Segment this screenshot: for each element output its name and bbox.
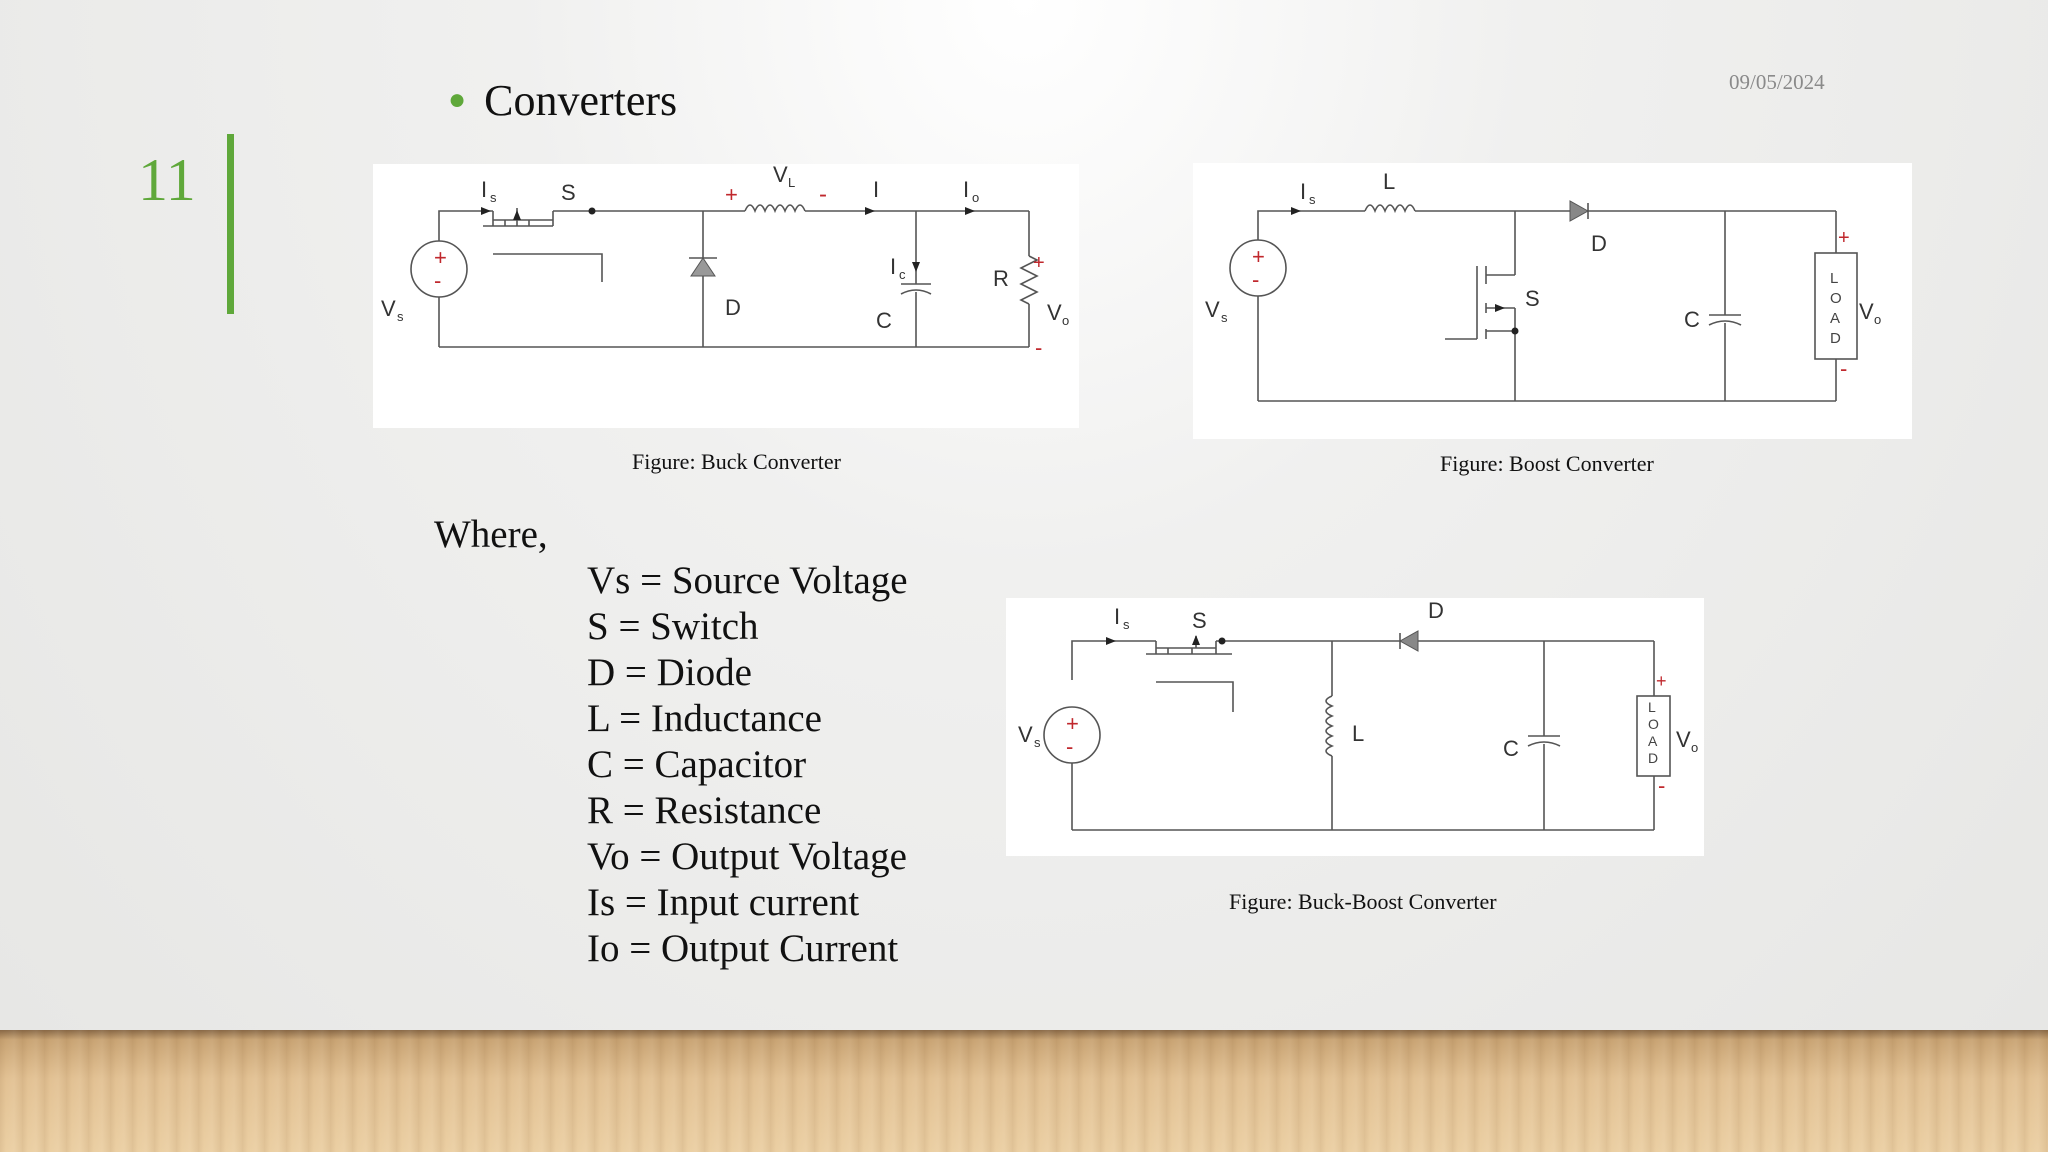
vl-minus-label: - [819,181,827,208]
vl-plus-label: + [725,182,738,207]
buck-caption: Figure: Buck Converter [632,449,841,474]
vl-sub-label: L [788,175,795,190]
ic-label: I [890,254,896,279]
definition-c: C = Capacitor [587,743,807,786]
slide-number: 11 [138,147,196,213]
io-label: I [963,177,969,202]
capacitor-label: C [1503,736,1519,761]
boost-caption: Figure: Boost Converter [1440,451,1654,476]
is-label: I [481,177,487,202]
vl-label: V [773,164,788,187]
load-letter-o: O [1648,716,1659,732]
vo-sub-label: o [1062,313,1069,328]
buck-boost-converter-diagram: + - V s I s S D L C + - V o L O A D [1018,598,1698,831]
vs-sub-label: s [397,309,404,324]
vs-label: V [381,296,396,321]
resistor-label: R [993,266,1009,291]
vs-minus-label: - [434,268,441,293]
accent-bar [227,134,234,314]
definition-l: L = Inductance [587,697,822,740]
definition-vo: Vo = Output Voltage [587,835,907,878]
vs-label: V [1018,722,1033,747]
definition-vs: Vs = Source Voltage [587,559,908,602]
slide-title-text: Converters [484,76,678,125]
inductor-label: L [1352,721,1364,746]
vo-plus-label: + [1656,671,1667,691]
i-label: I [873,177,879,202]
definitions-list: Vs = Source Voltage S = Switch D = Diode… [587,558,908,972]
floor-grain [0,1030,2048,1152]
switch-label: S [1192,608,1207,633]
vs-plus-label: + [1066,711,1079,736]
definition-d: D = Diode [587,651,752,694]
is-label: I [1300,179,1306,204]
vs-minus-label: - [1066,734,1073,759]
buck-boost-converter-figure: + - V s I s S D L C + - V o L O A D [1006,598,1704,856]
vs-sub-label: s [1221,310,1228,325]
load-letter-a: A [1648,733,1658,749]
is-sub-label: s [490,190,497,205]
is-sub-label: s [1123,617,1130,632]
switch-label: S [561,180,576,205]
vo-plus-label: + [1033,252,1045,274]
vs-plus-label: + [1252,244,1265,269]
vs-plus-label: + [434,245,447,270]
load-letter-l: L [1830,270,1838,287]
load-letter-o: O [1830,290,1842,307]
definition-is: Is = Input current [587,881,860,924]
where-label: Where, [434,513,548,556]
diode-label: D [725,295,741,320]
diode-label: D [1428,598,1444,623]
vs-label: V [1205,297,1220,322]
load-letter-a: A [1830,310,1840,327]
capacitor-label: C [876,308,892,333]
definition-r: R = Resistance [587,789,822,832]
vo-sub-label: o [1691,740,1698,755]
wood-floor-background [0,1030,2048,1152]
buck-boost-caption: Figure: Buck-Boost Converter [1229,889,1497,914]
inductor-label: L [1383,169,1395,194]
vo-sub-label: o [1874,312,1881,327]
bullet-icon: ● [448,83,467,116]
io-sub-label: o [972,190,979,205]
vo-label: V [1676,727,1691,752]
definition-io: Io = Output Current [587,927,899,970]
vo-plus-label: + [1838,227,1850,249]
boost-converter-figure: + - V s I s L D S C + - V o L O A D [1193,163,1912,439]
load-letter-d: D [1648,750,1658,766]
boost-converter-diagram: + - V s I s L D S C + - V o L O A D [1205,169,1881,402]
vs-minus-label: - [1252,267,1259,292]
is-sub-label: s [1309,192,1316,207]
is-label: I [1114,604,1120,629]
switch-label: S [1525,286,1540,311]
load-letter-l: L [1648,699,1656,715]
buck-converter-diagram: + - V s I s S V L + - I I o I c D C R + … [381,162,1069,360]
capacitor-label: C [1684,307,1700,332]
slide-title: ● Converters [448,75,677,126]
vo-minus-label: - [1035,335,1042,360]
vo-label: V [1859,299,1874,324]
ic-sub-label: c [899,267,906,282]
vo-minus-label: - [1840,356,1847,381]
vs-sub-label: s [1034,735,1041,750]
definition-s: S = Switch [587,605,759,648]
buck-converter-figure: + - V s I s S V L + - I I o I c D C R + … [373,162,1079,428]
diode-label: D [1591,231,1607,256]
vo-label: V [1047,300,1062,325]
slide-date: 09/05/2024 [1729,70,1825,94]
load-letter-d: D [1830,330,1841,347]
vo-minus-label: - [1658,773,1665,798]
